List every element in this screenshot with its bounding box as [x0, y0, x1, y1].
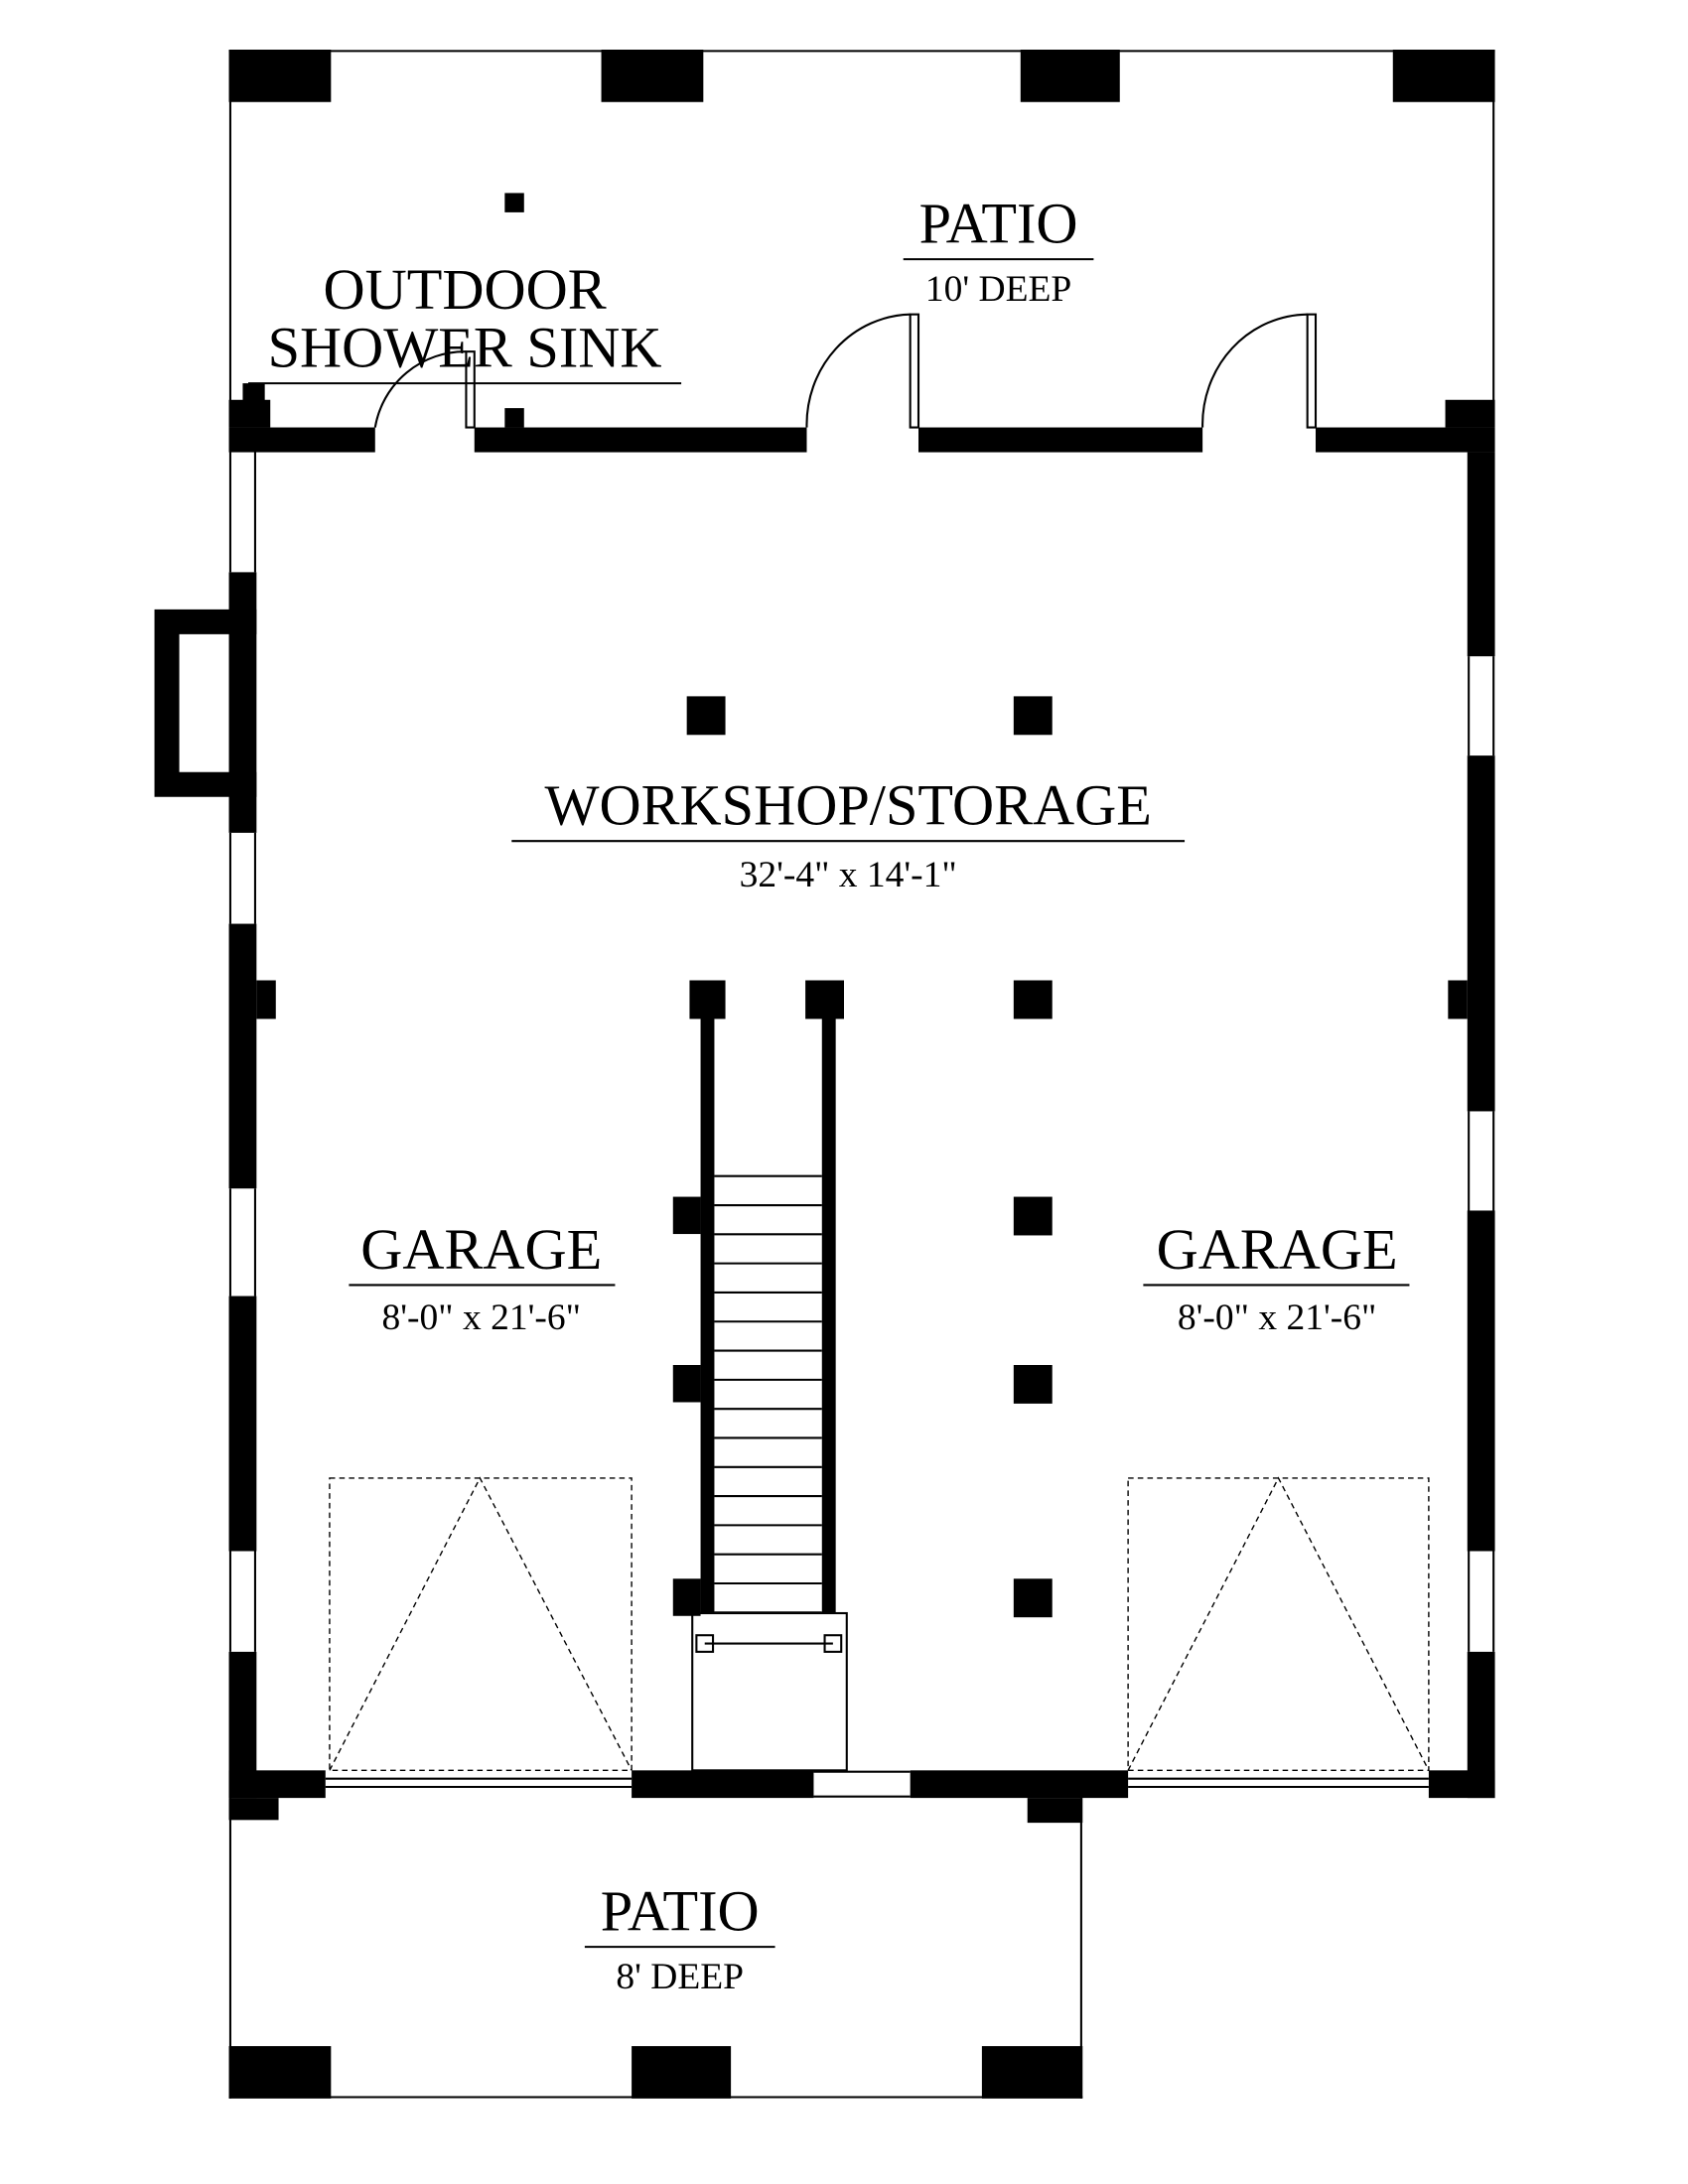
rear-patio-outline	[228, 50, 1495, 428]
label-outdoor-shower: OUTDOOR SHOWER SINK	[248, 257, 682, 385]
room-dimensions: 32'-4" x 14'-1"	[740, 855, 957, 895]
room-name: PATIO	[601, 1878, 760, 1943]
label-garage-right: GARAGE 8'-0" x 21'-6"	[1143, 1217, 1410, 1338]
door-rear-2	[1201, 313, 1318, 429]
room-name: PATIO	[919, 191, 1078, 255]
label-workshop: WORKSHOP/STORAGE 32'-4" x 14'-1"	[511, 773, 1186, 895]
room-name-line1: OUTDOOR	[323, 257, 606, 322]
front-patio-outline	[228, 1798, 1083, 2099]
label-garage-left: GARAGE 8'-0" x 21'-6"	[349, 1217, 616, 1338]
label-front-patio: PATIO 8' DEEP	[584, 1878, 775, 1997]
label-rear-patio: PATIO 10' DEEP	[903, 191, 1094, 310]
room-detail: 8' DEEP	[616, 1957, 744, 1997]
columns	[686, 696, 1053, 1618]
garage-door-left	[325, 1476, 633, 1789]
staircase	[672, 980, 848, 1772]
exterior-walls	[154, 399, 1495, 1799]
room-dimensions: 8'-0" x 21'-6"	[1178, 1297, 1376, 1338]
door-shower	[373, 350, 476, 429]
room-name: GARAGE	[1157, 1217, 1398, 1282]
room-detail: 10' DEEP	[925, 269, 1071, 310]
room-name-line2: SHOWER SINK	[268, 315, 662, 379]
room-name: WORKSHOP/STORAGE	[544, 773, 1151, 838]
room-name: GARAGE	[360, 1217, 602, 1282]
door-rear-1	[805, 313, 920, 429]
garage-door-right	[1127, 1476, 1430, 1789]
room-dimensions: 8'-0" x 21'-6"	[382, 1297, 581, 1338]
